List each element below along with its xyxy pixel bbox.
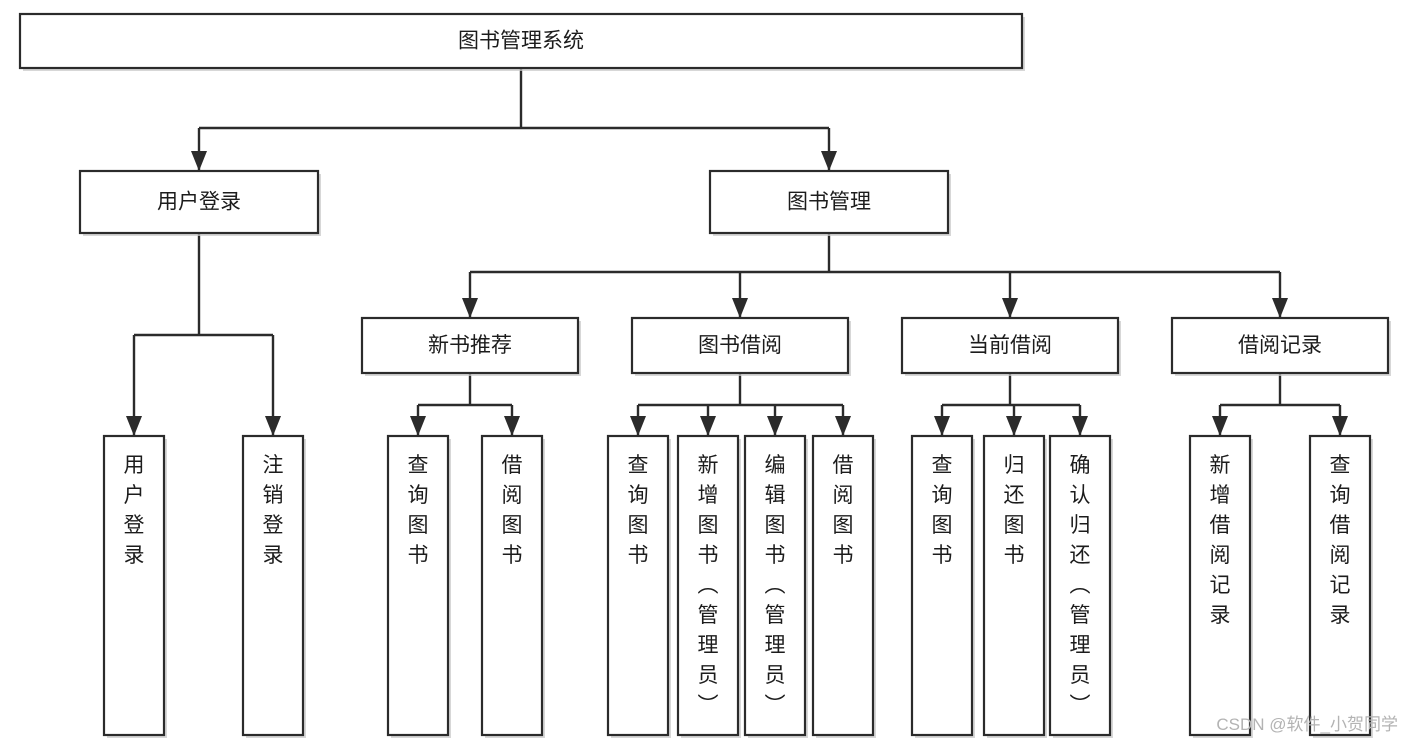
node-label: 确认归还︵管理员︶ (1070, 454, 1091, 717)
node-label: 用户登录 (157, 191, 241, 214)
node-book-borrow[interactable]: 图书借阅 (630, 316, 851, 376)
node-label: 新增图书︵管理员︶ (698, 454, 719, 717)
node-query-borrow-record[interactable]: 查询借阅记录 (1308, 434, 1373, 738)
arrow-head-icon (700, 416, 716, 436)
node-label: 查询图书 (408, 454, 429, 567)
arrow-head-icon (462, 298, 478, 318)
node-rect[interactable] (241, 434, 305, 737)
node-rect[interactable] (676, 434, 740, 737)
node-label: 查询图书 (628, 454, 649, 567)
node-label: 用户登录 (124, 454, 145, 567)
arrow-head-icon (504, 416, 520, 436)
node-label: 借阅图书 (502, 454, 523, 567)
node-return-book[interactable]: 归还图书 (982, 434, 1047, 738)
node-rect[interactable] (1170, 316, 1390, 375)
node-rect[interactable] (386, 434, 450, 737)
node-label: 借阅图书 (833, 454, 854, 567)
node-rect[interactable] (708, 169, 950, 235)
node-borrow-book-1[interactable]: 借阅图书 (480, 434, 545, 738)
node-label: 借阅记录 (1238, 334, 1322, 357)
node-query-book-1[interactable]: 查询图书 (386, 434, 451, 738)
node-rect[interactable] (102, 434, 166, 737)
arrow-head-icon (1072, 416, 1088, 436)
arrow-head-icon (265, 416, 281, 436)
node-user-login[interactable]: 用户登录 (78, 169, 321, 236)
node-current-borrow[interactable]: 当前借阅 (900, 316, 1121, 376)
node-borrow-book-2[interactable]: 借阅图书 (811, 434, 876, 738)
arrow-head-icon (191, 151, 207, 171)
csdn-watermark: CSDN @软件_小贺同学 (1216, 715, 1398, 734)
arrow-head-icon (835, 416, 851, 436)
node-add-borrow-record[interactable]: 新增借阅记录 (1188, 434, 1253, 738)
arrow-head-icon (934, 416, 950, 436)
node-label: 新书推荐 (428, 334, 512, 357)
node-add-book-admin[interactable]: 新增图书︵管理员︶ (676, 434, 741, 738)
node-rect[interactable] (606, 434, 670, 737)
node-label: 查询图书 (932, 454, 953, 567)
node-rect[interactable] (1048, 434, 1112, 737)
node-label: 归还图书 (1004, 454, 1025, 567)
node-root[interactable]: 图书管理系统 (18, 12, 1025, 71)
node-user-login-do[interactable]: 用户登录 (102, 434, 167, 738)
connector-layer (126, 68, 1348, 436)
arrow-head-icon (821, 151, 837, 171)
arrow-head-icon (1212, 416, 1228, 436)
node-rect[interactable] (360, 316, 580, 375)
node-rect[interactable] (630, 316, 850, 375)
node-label: 图书借阅 (698, 334, 782, 357)
node-rect[interactable] (78, 169, 320, 235)
arrow-head-icon (630, 416, 646, 436)
node-label: 图书管理系统 (458, 30, 584, 53)
arrow-head-icon (1006, 416, 1022, 436)
arrow-head-icon (767, 416, 783, 436)
arrow-head-icon (410, 416, 426, 436)
node-rect[interactable] (1188, 434, 1252, 737)
node-label: 当前借阅 (968, 334, 1052, 357)
node-rect[interactable] (18, 12, 1024, 70)
node-label: 图书管理 (787, 191, 871, 214)
node-label: 查询借阅记录 (1330, 454, 1351, 627)
node-rect[interactable] (480, 434, 544, 737)
node-label: 注销登录 (263, 454, 284, 567)
arrow-head-icon (732, 298, 748, 318)
node-user-logout[interactable]: 注销登录 (241, 434, 306, 738)
node-rect[interactable] (1308, 434, 1372, 737)
node-book-management[interactable]: 图书管理 (708, 169, 951, 236)
node-label: 新增借阅记录 (1210, 454, 1231, 627)
node-borrow-record[interactable]: 借阅记录 (1170, 316, 1391, 376)
node-rect[interactable] (982, 434, 1046, 737)
node-rect[interactable] (910, 434, 974, 737)
node-edit-book-admin[interactable]: 编辑图书︵管理员︶ (743, 434, 808, 738)
node-rect[interactable] (900, 316, 1120, 375)
arrow-head-icon (1002, 298, 1018, 318)
arrow-head-icon (1272, 298, 1288, 318)
arrow-head-icon (1332, 416, 1348, 436)
node-rect[interactable] (811, 434, 875, 737)
node-confirm-return-admin[interactable]: 确认归还︵管理员︶ (1048, 434, 1113, 738)
node-label: 编辑图书︵管理员︶ (765, 454, 786, 717)
node-rect[interactable] (743, 434, 807, 737)
node-new-book-recommend[interactable]: 新书推荐 (360, 316, 581, 376)
node-query-book-2[interactable]: 查询图书 (606, 434, 671, 738)
node-query-book-3[interactable]: 查询图书 (910, 434, 975, 738)
arrow-head-icon (126, 416, 142, 436)
